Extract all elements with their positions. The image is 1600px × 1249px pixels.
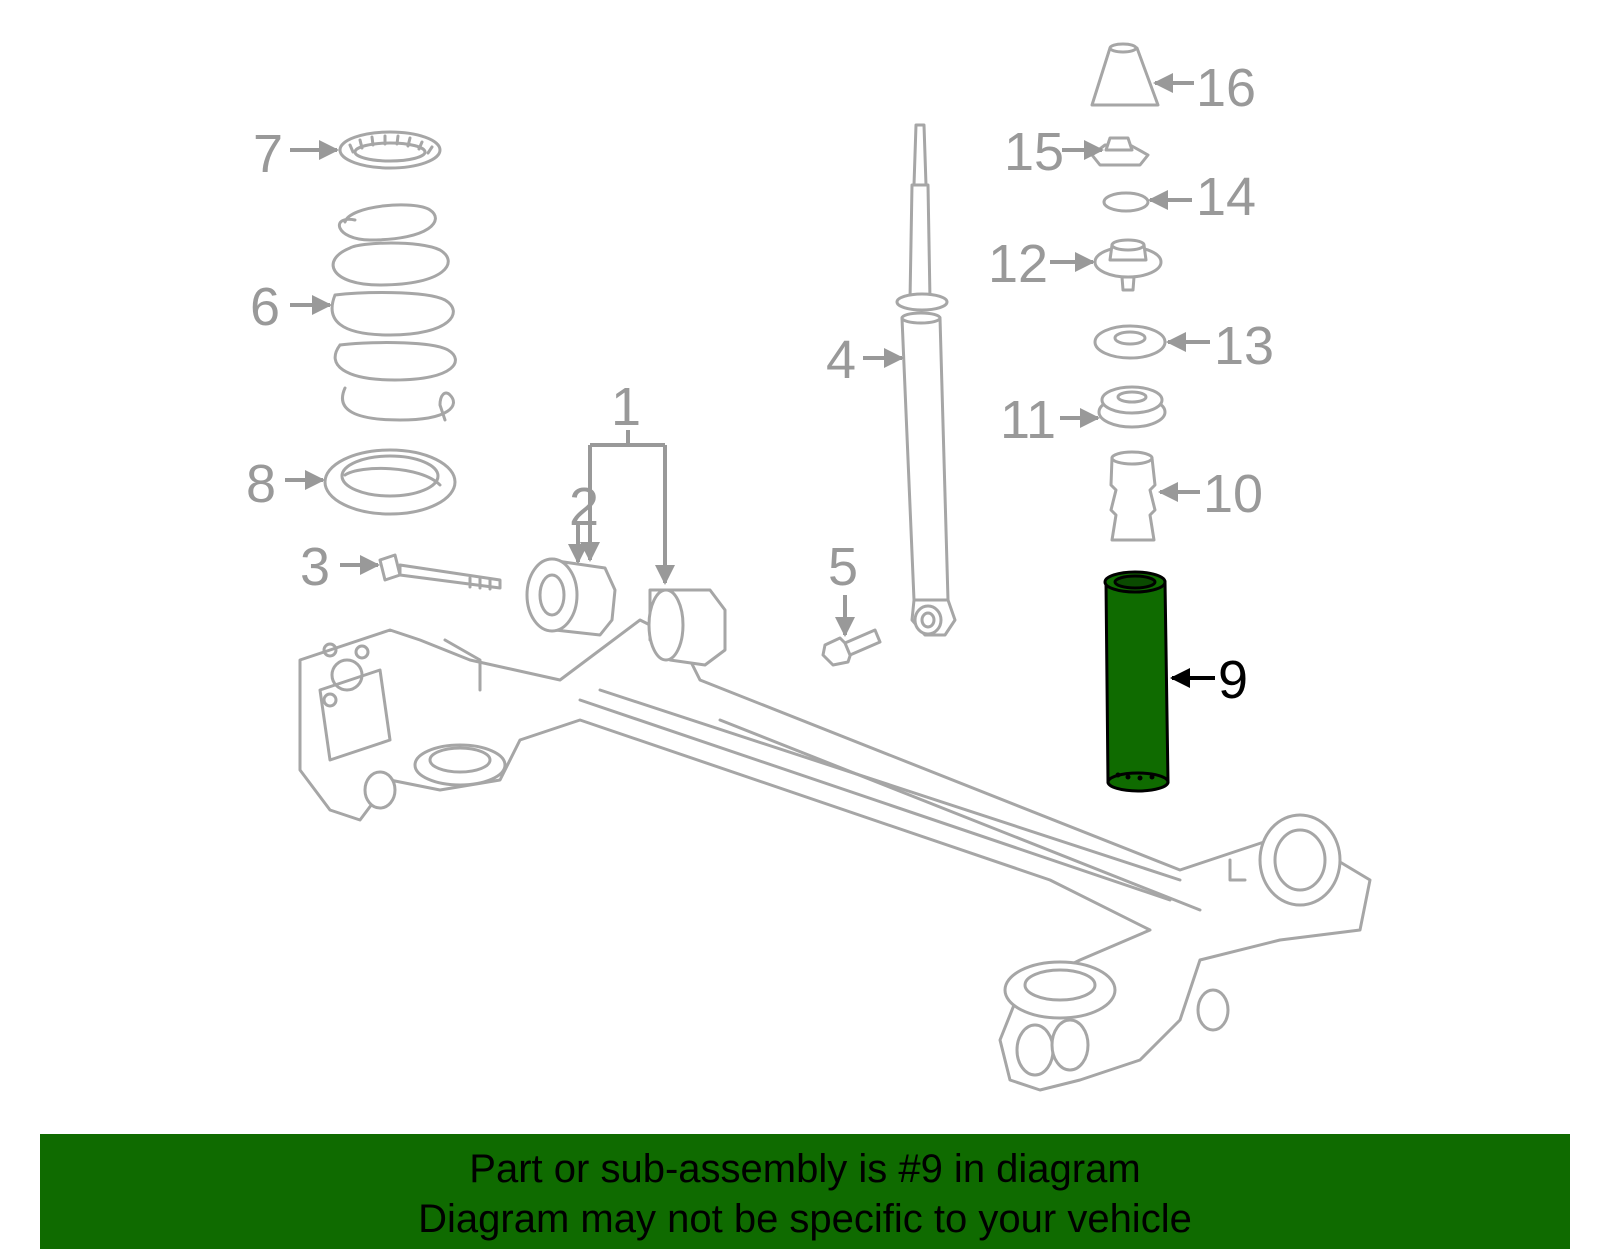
part-5-bolt: [821, 628, 882, 667]
part-9-dust-boot: [1103, 570, 1170, 793]
part-15-nut: [1090, 136, 1150, 167]
banner-line-1: Part or sub-assembly is #9 in diagram: [469, 1147, 1141, 1191]
callout-11: 11: [1000, 390, 1056, 450]
part-13-mount: [1093, 324, 1167, 360]
callout-14: 14: [1196, 167, 1256, 227]
part-2-bushing: [525, 557, 617, 637]
banner-line-2: Diagram may not be specific to your vehi…: [418, 1197, 1192, 1241]
callout-10: 10: [1203, 464, 1263, 524]
callout-15: 15: [1004, 122, 1064, 182]
callout-13: 13: [1214, 316, 1274, 376]
part-10-bump-stop: [1109, 450, 1157, 542]
callout-4: 4: [826, 330, 856, 390]
info-banner: Part or sub-assembly is #9 in diagram Di…: [40, 1134, 1570, 1249]
callout-12: 12: [988, 234, 1048, 294]
callout-2: 2: [569, 477, 599, 537]
callout-7: 7: [253, 124, 283, 184]
callout-3: 3: [300, 537, 330, 597]
part-14-washer: [1102, 191, 1150, 213]
part-11-seat: [1097, 385, 1167, 429]
callout-8: 8: [246, 454, 276, 514]
callout-9: 9: [1218, 650, 1248, 710]
part-6-coil-spring: [330, 203, 457, 422]
callout-5: 5: [828, 537, 858, 597]
part-3-bolt: [378, 553, 502, 591]
callout-16: 16: [1196, 58, 1256, 118]
part-8-lower-insulator: [323, 448, 457, 516]
callout-6: 6: [250, 277, 280, 337]
part-4-shock-absorber: [895, 123, 957, 637]
part-7-spring-insulator: [338, 130, 442, 170]
callout-1: 1: [611, 377, 641, 437]
axle-bushing-housing: [647, 588, 727, 667]
rear-axle-beam: [298, 618, 1372, 1092]
part-12-upper-mount: [1093, 238, 1163, 292]
part-16-cap: [1090, 42, 1160, 107]
